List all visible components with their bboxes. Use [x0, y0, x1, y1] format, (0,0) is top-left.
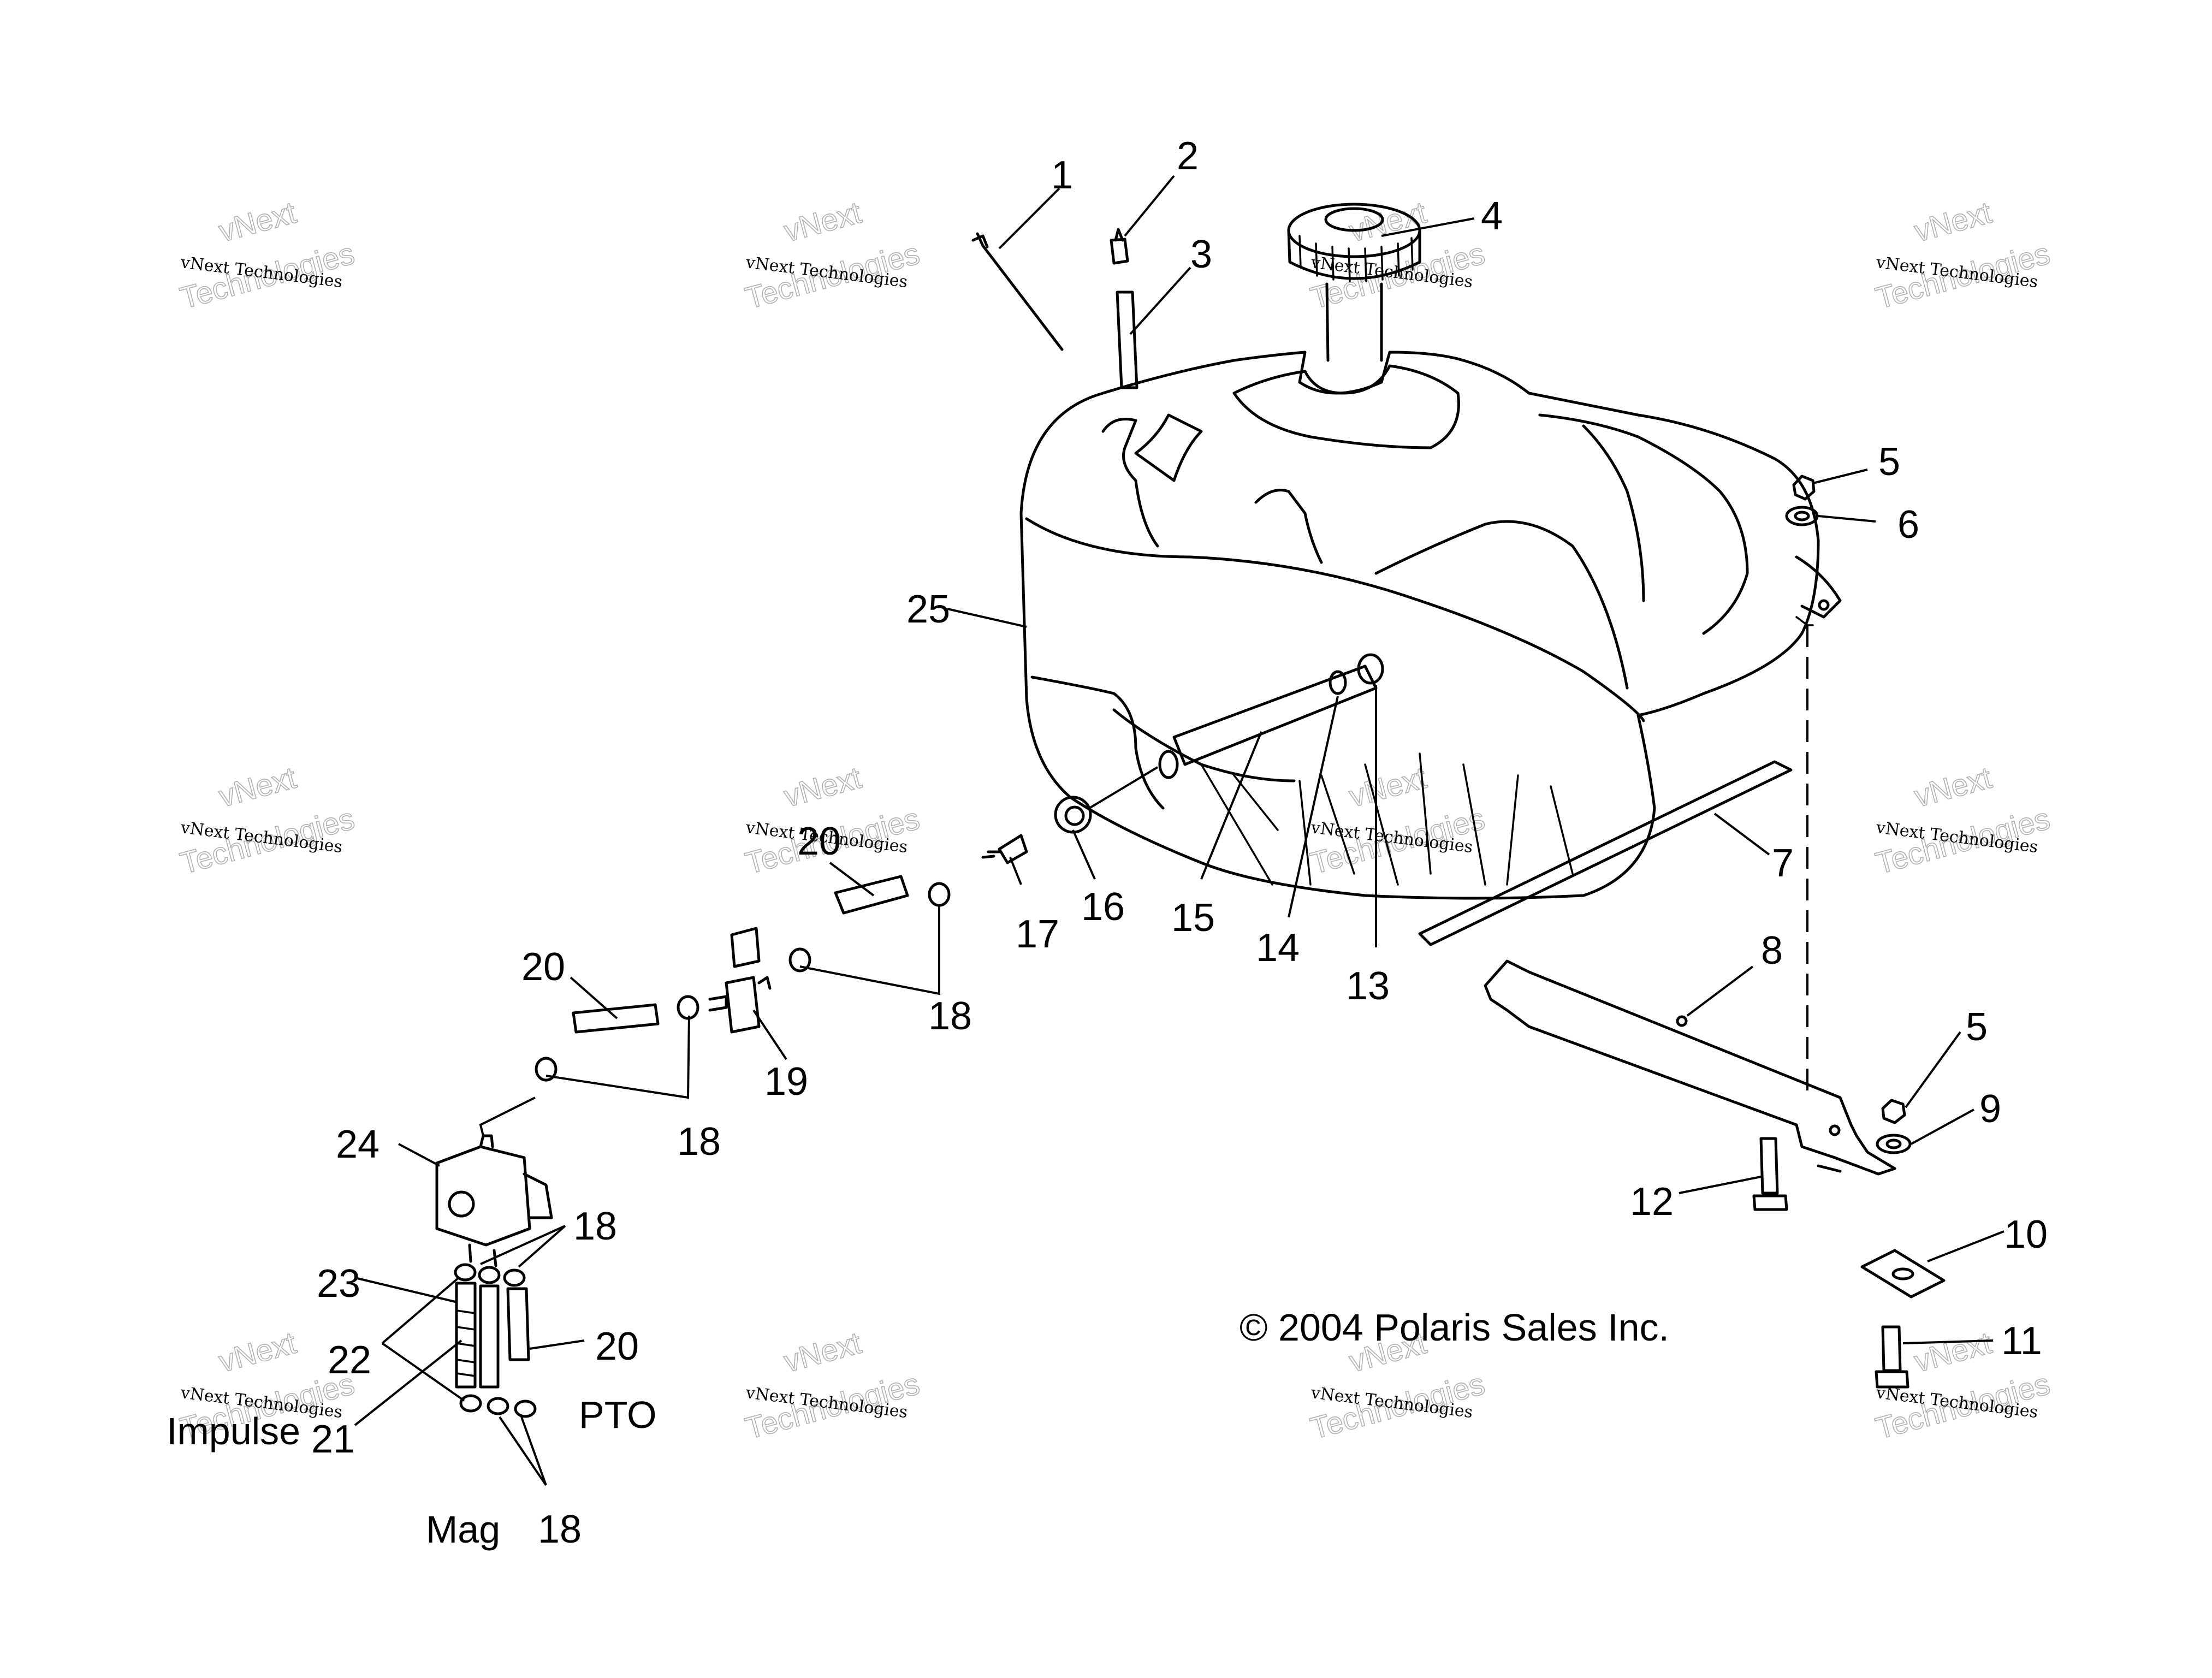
callout-23: 23 — [317, 1262, 360, 1306]
callout-6: 6 — [1897, 503, 1919, 547]
callout-16: 16 — [1081, 885, 1125, 929]
callout-5a: 5 — [1878, 440, 1900, 484]
callout-20c: 20 — [595, 1325, 639, 1368]
watermark-line1: vNext — [215, 760, 300, 814]
part-pad — [1860, 1249, 1946, 1298]
callout-12: 12 — [1630, 1180, 1674, 1224]
callout-numbers: 1 2 3 4 5 6 7 8 5 9 10 11 12 13 14 15 16… — [311, 134, 2048, 1551]
callout-13: 13 — [1346, 964, 1390, 1008]
callout-21: 21 — [311, 1418, 355, 1461]
callout-19: 19 — [764, 1060, 808, 1104]
part-strap — [971, 232, 1064, 351]
label-impulse: Impulse — [167, 1410, 300, 1452]
watermark-line1: vNext — [780, 760, 865, 814]
callout-14: 14 — [1256, 926, 1300, 970]
callout-9: 9 — [1979, 1087, 2001, 1131]
part-nuts-washers — [1785, 475, 1912, 1154]
leader-lines — [354, 175, 2005, 1486]
callout-4: 4 — [1481, 194, 1503, 238]
part-vent-valve — [1110, 228, 1129, 265]
callout-5b: 5 — [1966, 1005, 1988, 1049]
label-pto: PTO — [579, 1394, 657, 1436]
callout-22: 22 — [328, 1338, 371, 1382]
watermark-line1: vNext — [1911, 195, 1995, 248]
callout-3: 3 — [1190, 233, 1212, 276]
callout-11: 11 — [2001, 1319, 2042, 1363]
watermark-line1: vNext — [1911, 760, 1995, 814]
callout-17: 17 — [1016, 912, 1059, 956]
part-fuel-tank — [1019, 351, 1842, 900]
watermark-line1: vNext — [780, 1325, 865, 1379]
watermark-line1: vNext — [1911, 1325, 1995, 1379]
watermark-line1: vNext — [215, 195, 300, 248]
watermark-line1: vNext — [780, 195, 865, 248]
part-fuel-pump — [435, 1096, 553, 1267]
callout-1: 1 — [1051, 153, 1073, 197]
watermark-line1: vNext — [215, 1325, 300, 1379]
part-fitting — [981, 834, 1028, 864]
callout-20b: 20 — [521, 945, 565, 989]
part-bracket — [1484, 959, 1896, 1176]
part-bolt-11 — [1875, 1325, 1909, 1389]
alignment-tick — [1795, 616, 1814, 626]
part-shutoff-valve — [708, 927, 772, 1034]
callout-8: 8 — [1761, 929, 1783, 973]
callout-18a: 18 — [928, 994, 972, 1038]
callout-18b: 18 — [677, 1120, 721, 1164]
part-hoses — [535, 875, 951, 1082]
part-vent-hose — [1116, 290, 1138, 389]
label-mag: Mag — [426, 1508, 500, 1551]
callout-20a: 20 — [797, 820, 841, 863]
watermark-line1: vNext — [1345, 760, 1430, 814]
part-grommet — [1054, 796, 1092, 834]
callout-24: 24 — [336, 1123, 379, 1166]
copyright-notice: © 2004 Polaris Sales Inc. — [1240, 1306, 1669, 1349]
callout-10: 10 — [2004, 1213, 2048, 1256]
part-pump-hoses — [454, 1263, 537, 1418]
part-bolt-12 — [1752, 1137, 1788, 1211]
part-tape — [1418, 760, 1793, 946]
part-fuel-cap — [1287, 203, 1421, 362]
callout-7: 7 — [1772, 841, 1794, 885]
callout-18d: 18 — [538, 1508, 582, 1551]
callout-2: 2 — [1177, 134, 1199, 178]
callout-25: 25 — [906, 588, 950, 631]
callout-15: 15 — [1171, 896, 1215, 940]
callout-18c: 18 — [573, 1205, 617, 1248]
